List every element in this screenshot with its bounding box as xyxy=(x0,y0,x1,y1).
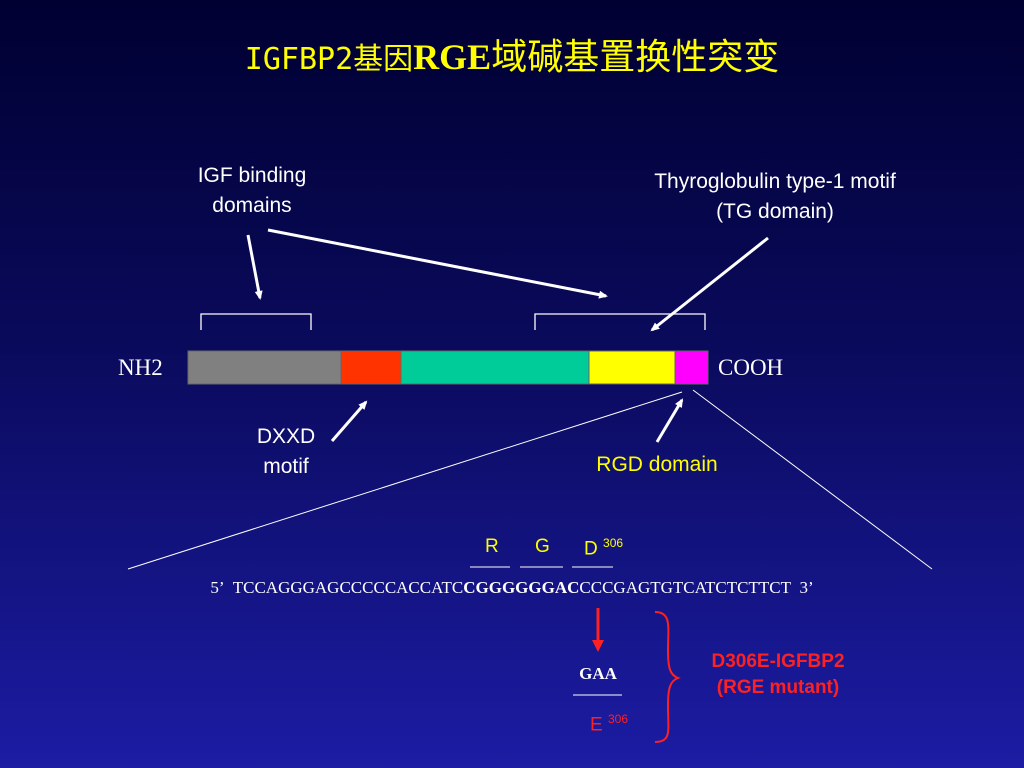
teal-domain-segment xyxy=(400,350,590,385)
igf-binding-label-line1: IGF binding xyxy=(197,164,307,187)
sequence-5-prime: 5’ xyxy=(210,578,225,597)
dxxd-motif-label: DXXD motif xyxy=(236,422,336,482)
cooh-terminus-label: COOH xyxy=(718,355,784,380)
igf-arrow-left xyxy=(246,234,263,300)
dxxd-motif-label-line2: motif xyxy=(263,455,309,478)
sequence-after: CCCGAGTGTCATCTCTTCT xyxy=(579,578,791,597)
slide-title: IGFBP2基因RGE域碱基置换性突变 xyxy=(0,28,1024,80)
gray-domain-segment xyxy=(187,350,342,385)
sequence-3-prime: 3’ xyxy=(799,578,814,597)
protein-bar xyxy=(187,350,709,385)
mutant-name: D306E-IGFBP2 (RGE mutant) xyxy=(688,649,868,701)
tg-domain-label: Thyroglobulin type-1 motif (TG domain) xyxy=(600,167,950,227)
residue-g: G xyxy=(535,536,550,557)
residue-d: D 306 xyxy=(584,536,623,560)
title-rge-text: RGE xyxy=(413,37,492,77)
zoom-line-left xyxy=(127,391,683,570)
rgd-arrow xyxy=(655,398,684,443)
red-domain-segment xyxy=(340,350,402,385)
residue-e-number: 306 xyxy=(607,712,628,726)
dna-sequence: 5’ TCCAGGGAGCCCCCACCATCCGGGGGGACCCCGAGTG… xyxy=(0,578,1024,598)
residue-e: E 306 xyxy=(590,712,628,736)
mutation-brace xyxy=(654,611,681,743)
dxxd-motif-label-line1: DXXD xyxy=(256,425,316,448)
igf-binding-label: IGF binding domains xyxy=(172,161,332,221)
sequence-before: TCCAGGGAGCCCCCACCATC xyxy=(232,578,464,597)
yellow-domain-segment xyxy=(588,350,676,385)
rgd-domain-label: RGD domain xyxy=(596,453,718,476)
residue-r: R xyxy=(485,536,499,557)
magenta-domain-segment xyxy=(674,350,709,385)
igf-arrow-right xyxy=(267,228,608,299)
tg-arrow xyxy=(650,236,769,332)
zoom-line-right xyxy=(692,389,933,570)
residue-d-number: 306 xyxy=(603,536,624,550)
title-mutation-text: 域碱基置换性突变 xyxy=(491,37,780,77)
sequence-highlight: CGGGGGGAC xyxy=(463,578,580,597)
dxxd-arrow xyxy=(330,400,368,442)
tg-domain-label-line2: (TG domain) xyxy=(716,200,834,223)
tg-domain-label-line1: Thyroglobulin type-1 motif xyxy=(654,170,896,193)
tg-domain-bracket xyxy=(534,313,706,330)
title-gene-text: IGFBP2基因 xyxy=(244,42,414,77)
mutant-name-line1: D306E-IGFBP2 xyxy=(711,651,845,672)
nh2-terminus-label: NH2 xyxy=(118,355,163,380)
residue-d-letter: D xyxy=(584,538,598,560)
residue-e-letter: E xyxy=(590,714,603,736)
igf-binding-label-line2: domains xyxy=(212,194,292,217)
igf-domain-bracket xyxy=(200,313,312,330)
mutant-codon: GAA xyxy=(579,664,617,683)
mutant-name-line2: (RGE mutant) xyxy=(716,677,840,698)
